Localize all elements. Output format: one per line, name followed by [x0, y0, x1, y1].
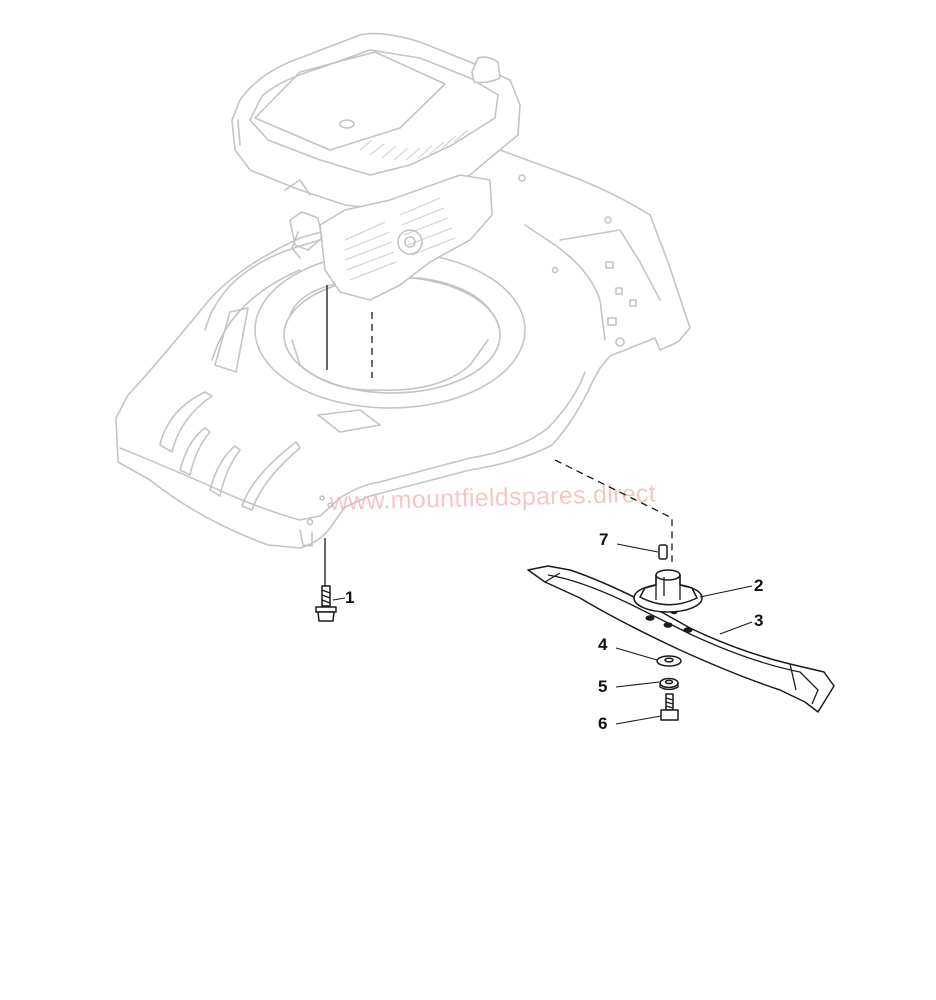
part-washer-4 — [656, 655, 682, 667]
callout-7: 7 — [599, 530, 608, 549]
part-washer-5 — [659, 677, 679, 691]
leader-lines — [332, 543, 753, 725]
callout-4: 4 — [598, 635, 608, 654]
callout-3: 3 — [754, 611, 763, 630]
part-hub-2 — [633, 569, 703, 613]
callout-5: 5 — [598, 677, 607, 696]
part-blade-3 — [527, 565, 835, 713]
alignment-lines — [324, 285, 673, 586]
part-bolt-1 — [315, 585, 337, 622]
callout-2: 2 — [754, 576, 763, 595]
callout-labels: 1 2 3 4 5 6 7 — [345, 530, 763, 733]
part-bolt-6 — [660, 693, 679, 721]
callout-1: 1 — [345, 588, 354, 607]
mower-deck-ghost — [115, 149, 691, 549]
engine-ghost — [231, 32, 521, 301]
callout-6: 6 — [598, 714, 607, 733]
part-key-7 — [658, 544, 668, 560]
